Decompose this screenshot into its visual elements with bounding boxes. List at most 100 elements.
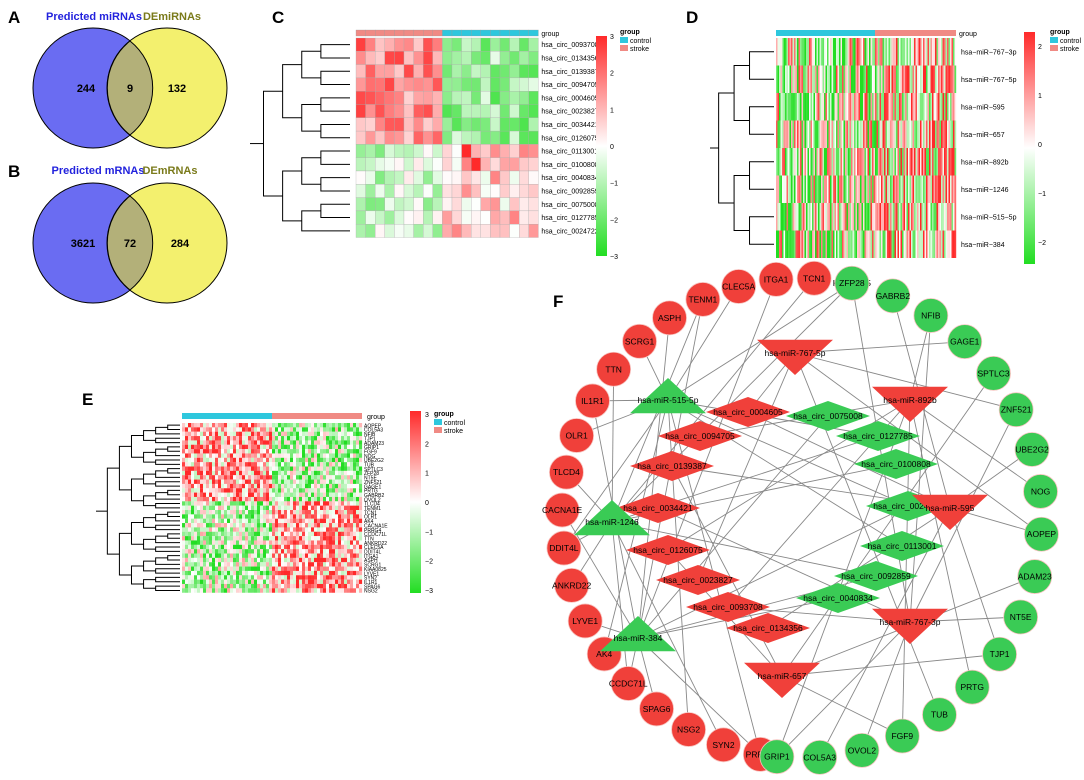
heatmap-cell — [930, 230, 933, 258]
heatmap-cell — [344, 436, 348, 441]
heatmap-cell — [299, 457, 303, 463]
heatmap-cell — [356, 566, 360, 571]
heatmap-cell — [338, 510, 342, 515]
heatmap-cell — [442, 51, 453, 65]
heatmap-cell — [341, 536, 345, 541]
heatmap-cell — [347, 496, 351, 502]
heatmap-cell — [948, 148, 951, 176]
heatmap-cell — [314, 431, 318, 437]
heatmap-cell — [921, 203, 924, 231]
heatmap-cell — [308, 544, 312, 550]
heatmap-cell — [242, 436, 246, 441]
heatmap-cell — [290, 462, 294, 467]
heatmap-cell — [224, 462, 228, 467]
heatmap-cell — [269, 501, 273, 506]
heatmap-cell — [317, 466, 321, 471]
heatmap-cell — [848, 230, 850, 258]
heatmap-cell — [245, 436, 249, 441]
heatmap-cell — [257, 436, 261, 441]
heatmap-cell — [263, 496, 267, 502]
heatmap-cell — [326, 462, 330, 467]
heatmap-cell — [245, 514, 249, 519]
heatmap-cell — [347, 544, 351, 550]
heatmap-cell — [338, 523, 342, 528]
heatmap-cell — [338, 566, 342, 571]
heatmap-cell — [212, 549, 216, 554]
heatmap-cell — [323, 501, 327, 506]
heatmap-cell — [948, 230, 951, 258]
heatmap-cell — [413, 64, 424, 79]
heatmap-cell — [335, 544, 339, 550]
circrna-node — [796, 583, 880, 613]
heatmap-cell — [939, 203, 942, 231]
heatmap-cell — [266, 423, 270, 428]
heatmap-cell — [191, 510, 195, 515]
heatmap-cell — [233, 588, 237, 593]
heatmap-cell — [239, 453, 243, 458]
heatmap-cell — [851, 203, 853, 231]
heatmap-cell — [203, 457, 207, 463]
heatmap-cell — [833, 93, 835, 121]
heatmap-cell — [332, 501, 336, 506]
heatmap-cell — [353, 531, 357, 537]
heatmap-cell — [344, 470, 348, 476]
heatmap-cell — [329, 483, 333, 489]
row-label: TLCD4 — [364, 502, 380, 508]
heatmap-cell — [461, 130, 472, 145]
heatmap-cell — [308, 557, 312, 563]
heatmap-cell — [509, 197, 520, 212]
heatmap-cell — [266, 453, 270, 458]
heatmap-cell — [191, 466, 195, 471]
heatmap-cell — [490, 130, 501, 145]
heatmap-cell — [813, 93, 816, 121]
heatmap-cell — [224, 479, 228, 484]
heatmap-cell — [227, 527, 231, 532]
heatmap-cell — [251, 470, 255, 476]
heatmap-cell — [191, 579, 195, 585]
heatmap-cell — [224, 557, 228, 563]
heatmap-cell — [885, 175, 888, 203]
mrna-node — [546, 530, 582, 566]
heatmap-cell — [509, 51, 520, 65]
heatmap-cell — [257, 510, 261, 515]
heatmap-cell — [332, 479, 336, 484]
heatmap-cell — [326, 527, 330, 532]
heatmap-cell — [329, 479, 333, 484]
heatmap-cell — [350, 570, 354, 576]
heatmap-cell — [191, 453, 195, 458]
heatmap-cell — [185, 427, 189, 432]
heatmap-cell — [284, 527, 288, 532]
heatmap-cell — [915, 148, 918, 176]
heatmap-cell — [332, 544, 336, 550]
heatmap-cell — [278, 427, 282, 432]
heatmap-cell — [200, 566, 204, 571]
heatmap-cell — [272, 505, 276, 511]
heatmap-cell — [350, 544, 354, 550]
heatmap-cell — [471, 91, 481, 105]
heatmap-cell — [272, 501, 276, 506]
heatmap-cell — [227, 496, 231, 502]
heatmap-cell — [929, 175, 931, 203]
heatmap-cell — [432, 64, 443, 79]
heatmap-cell — [188, 496, 192, 502]
heatmap-cell — [248, 583, 252, 589]
heatmap-cell — [942, 230, 945, 258]
heatmap-cell — [519, 51, 529, 65]
heatmap-cell — [323, 427, 327, 432]
heatmap-cell — [272, 579, 276, 585]
heatmap-cell — [218, 462, 222, 467]
heatmap-cell — [442, 210, 453, 225]
heatmap-cell — [423, 184, 433, 198]
heatmap-cell — [875, 38, 877, 66]
heatmap-cell — [230, 436, 234, 441]
heatmap-cell — [442, 157, 453, 172]
heatmap-cell — [912, 203, 915, 231]
heatmap-cell — [215, 479, 219, 484]
heatmap-cell — [490, 64, 501, 79]
heatmap-cell — [203, 531, 207, 537]
mrna-node — [685, 282, 721, 317]
heatmap-cell — [878, 65, 880, 93]
mrna-node — [554, 567, 590, 603]
heatmap-cell — [245, 444, 249, 450]
heatmap-cell — [839, 38, 841, 66]
